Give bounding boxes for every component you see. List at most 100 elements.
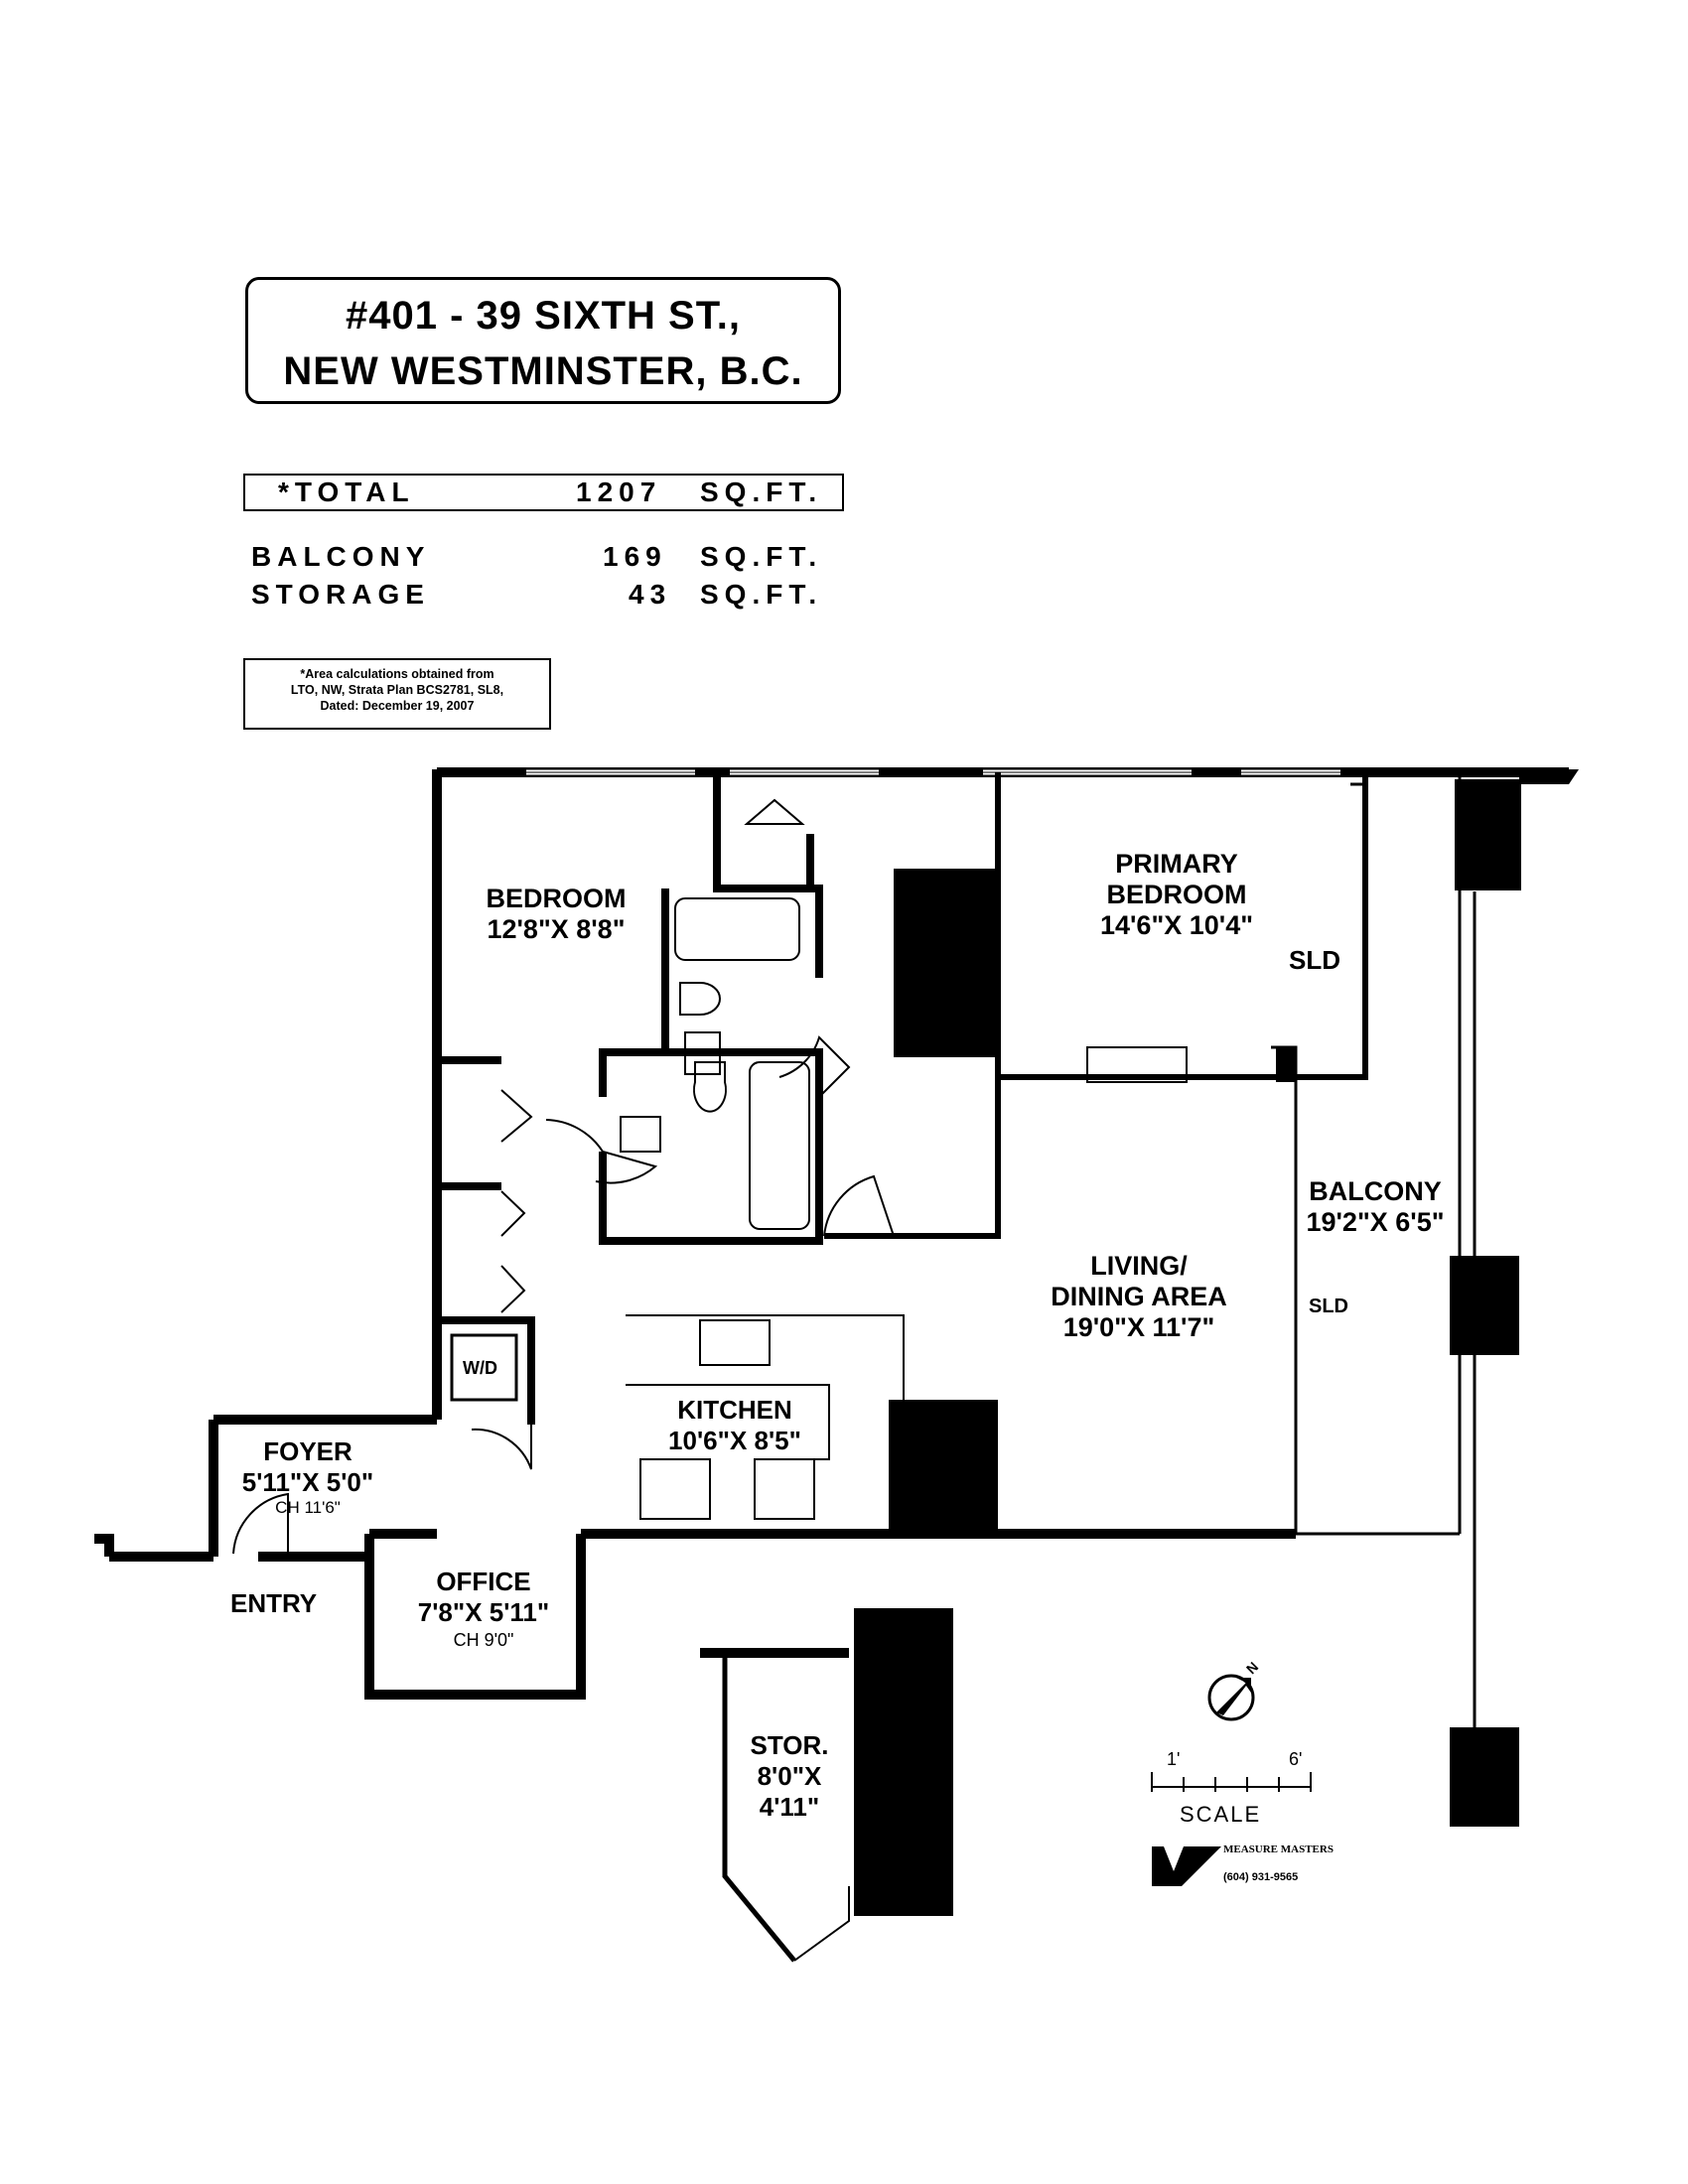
address-line-1: #401 - 39 SIXTH ST., <box>346 294 741 338</box>
kitchen-dims: 10'6"X 8'5" <box>668 1426 801 1455</box>
wall <box>437 1056 501 1190</box>
area-note: *Area calculations obtained from LTO, NW… <box>243 658 551 730</box>
door-swing <box>500 1265 526 1313</box>
address-line-2: NEW WESTMINSTER, B.C. <box>283 349 803 393</box>
door-swing <box>595 1151 658 1184</box>
door-swing <box>500 1089 533 1143</box>
wall <box>909 1077 1001 1239</box>
storage-dims-1: 8'0"X <box>757 1761 822 1791</box>
kitchen-name: KITCHEN <box>677 1395 792 1425</box>
wall <box>437 1316 535 1425</box>
primary-bedroom-label: PRIMARY BEDROOM 14'6"X 10'4" <box>1100 849 1253 941</box>
wall <box>713 772 814 892</box>
balcony-area-value: 169 <box>603 541 667 572</box>
north-arrow-icon <box>1207 1674 1255 1721</box>
living-name-1: LIVING/ <box>1090 1251 1188 1281</box>
foyer-label: FOYER 5'11"X 5'0" CH 11'6" <box>242 1436 373 1518</box>
storage-name: STOR. <box>750 1730 829 1760</box>
scale-end: 6' <box>1289 1749 1303 1769</box>
total-label: *TOTAL <box>278 477 415 507</box>
total-value: 1207 <box>576 477 662 507</box>
office-label: OFFICE 7'8"X 5'11" CH 9'0" <box>418 1567 549 1652</box>
sld-living-label: SLD <box>1309 1296 1348 1317</box>
wall <box>94 1534 114 1557</box>
door-swing <box>823 1174 895 1237</box>
living-dining-label: LIVING/ DINING AREA 19'0"X 11'7" <box>1051 1251 1227 1343</box>
column <box>854 1608 953 1916</box>
bathroom-sink <box>620 1116 661 1153</box>
kitchen-label: KITCHEN 10'6"X 8'5" <box>668 1395 801 1456</box>
wall <box>810 885 823 978</box>
note-line-1: *Area calculations obtained from <box>300 667 494 681</box>
logo-brand: MEASURE MASTERS <box>1223 1843 1334 1855</box>
office-wall <box>364 1534 586 1700</box>
wall <box>599 888 823 1245</box>
storage-wall <box>793 1886 850 1962</box>
foyer-ceiling: CH 11'6" <box>275 1498 341 1517</box>
storage-dims-2: 4'11" <box>759 1792 820 1822</box>
total-unit: SQ.FT. <box>700 477 823 507</box>
living-dims: 19'0"X 11'7" <box>1062 1312 1215 1342</box>
washer-dryer-label: W/D <box>463 1358 497 1378</box>
primary-bedroom-name-2: BEDROOM <box>1106 880 1247 909</box>
door-swing <box>778 1035 851 1098</box>
toilet <box>679 982 721 1016</box>
bedroom-name: BEDROOM <box>486 884 627 913</box>
scale-start: 1' <box>1167 1749 1181 1769</box>
sliding-door <box>1350 782 1367 1077</box>
balcony-area-unit: SQ.FT. <box>700 541 823 572</box>
bedroom-dims: 12'8"X 8'8" <box>487 914 626 944</box>
washer-dryer <box>450 1333 518 1402</box>
primary-bedroom-dims: 14'6"X 10'4" <box>1099 910 1254 940</box>
primary-bedroom-name-1: PRIMARY <box>1115 849 1238 879</box>
foyer-name: FOYER <box>263 1436 352 1466</box>
column <box>894 869 998 1057</box>
balcony-area-label: BALCONY <box>251 541 431 572</box>
scale-bar <box>1151 1772 1312 1792</box>
bathroom-sink <box>684 1031 721 1075</box>
address-box: #401 - 39 SIXTH ST., NEW WESTMINSTER, B.… <box>245 277 841 404</box>
total-area-box <box>243 474 844 511</box>
column <box>889 1400 998 1534</box>
logo-mark-icon <box>1152 1846 1221 1886</box>
kitchen-sink <box>699 1319 771 1366</box>
logo-phone: (604) 931-9565 <box>1223 1871 1299 1883</box>
exterior-wall-end <box>1519 769 1579 784</box>
sld-primary-label: SLD <box>1289 945 1340 975</box>
bedroom-label: BEDROOM 12'8"X 8'8" <box>487 884 627 945</box>
scale-label: SCALE <box>1180 1802 1262 1827</box>
balcony-railing <box>1458 772 1477 1727</box>
storage-area-unit: SQ.FT. <box>700 579 823 610</box>
foyer-dims: 5'11"X 5'0" <box>241 1467 374 1497</box>
column <box>1276 1047 1296 1082</box>
door-swing <box>744 798 805 825</box>
fireplace <box>1086 1046 1188 1083</box>
bathtub <box>674 897 800 961</box>
stove <box>754 1458 815 1520</box>
note-line-2: LTO, NW, Strata Plan BCS2781, SL8, <box>290 683 504 697</box>
storage-area-label: STORAGE <box>251 579 430 610</box>
living-name-2: DINING AREA <box>1051 1282 1227 1311</box>
balcony-name: BALCONY <box>1309 1176 1442 1206</box>
storage-room-label: STOR. 8'0"X 4'11" <box>751 1730 829 1823</box>
bathtub <box>749 1061 810 1230</box>
storage-area-value: 43 <box>629 579 672 610</box>
door-swing <box>232 1492 289 1555</box>
wall <box>599 1048 665 1097</box>
door-swing <box>500 1190 526 1237</box>
door-swing <box>545 1119 604 1153</box>
door-swing <box>471 1425 532 1470</box>
column <box>1455 779 1521 890</box>
entry-label: ENTRY <box>230 1588 318 1618</box>
column <box>1450 1256 1519 1355</box>
toilet <box>693 1061 727 1113</box>
column <box>1450 1727 1519 1827</box>
note-line-3: Dated: December 19, 2007 <box>320 699 475 713</box>
fridge <box>639 1458 711 1520</box>
sliding-door <box>1271 1045 1298 1534</box>
office-dims: 7'8"X 5'11" <box>417 1597 550 1627</box>
kitchen-counter <box>626 1314 905 1400</box>
office-ceiling: CH 9'0" <box>453 1630 514 1650</box>
balcony-dims: 19'2"X 6'5" <box>1306 1207 1445 1237</box>
